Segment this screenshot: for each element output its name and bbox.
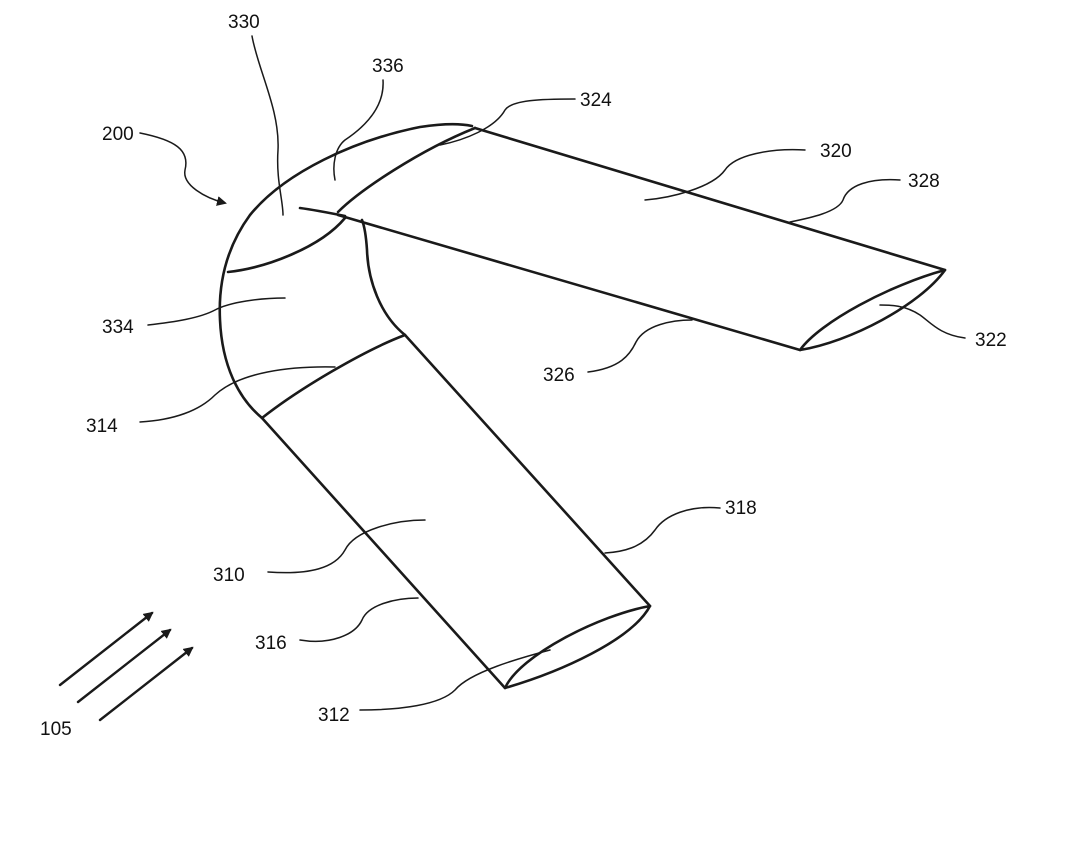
lower-wing-tip-ellipse	[505, 606, 650, 688]
label-200: 200	[102, 124, 134, 145]
label-322: 322	[975, 330, 1007, 351]
label-328: 328	[908, 171, 940, 192]
elbow-divider-334	[228, 218, 345, 272]
leader-316	[300, 598, 418, 641]
label-330: 330	[228, 12, 260, 33]
label-312: 312	[318, 705, 350, 726]
label-105: 105	[40, 719, 72, 740]
reference-numerals: 200 330 336 324 320 328 334 322 326 314 …	[40, 12, 1007, 740]
leader-318	[605, 507, 720, 553]
upper-wing-trailing-edge	[338, 215, 800, 350]
flow-arrow-3	[100, 648, 192, 720]
flow-arrow-1	[60, 613, 152, 685]
label-326: 326	[543, 365, 575, 386]
leader-336	[334, 80, 383, 180]
leader-328	[790, 180, 900, 222]
elbow-inner-edge	[362, 220, 405, 335]
junction-line-314	[262, 335, 405, 418]
label-336: 336	[372, 56, 404, 77]
flow-arrows-105	[60, 613, 192, 720]
leader-314	[140, 367, 335, 422]
leader-200	[140, 133, 225, 203]
leader-310	[268, 520, 425, 573]
label-316: 316	[255, 633, 287, 654]
label-314: 314	[86, 416, 118, 437]
leader-320	[645, 150, 805, 200]
label-324: 324	[580, 90, 612, 111]
label-318: 318	[725, 498, 757, 519]
junction-line-336	[338, 128, 475, 212]
flow-arrow-2	[78, 630, 170, 702]
label-334: 334	[102, 317, 134, 338]
leader-334	[148, 298, 285, 325]
leader-312	[360, 650, 550, 710]
lower-wing-leading-edge	[262, 418, 505, 688]
label-310: 310	[213, 565, 245, 586]
leader-322	[880, 305, 965, 338]
upper-wing-tip-ellipse	[800, 270, 945, 350]
upper-wing-leading-edge	[475, 128, 945, 270]
leader-326	[588, 320, 692, 372]
lower-wing-trailing-edge	[405, 335, 650, 606]
wing-structure	[220, 124, 945, 688]
label-320: 320	[820, 141, 852, 162]
